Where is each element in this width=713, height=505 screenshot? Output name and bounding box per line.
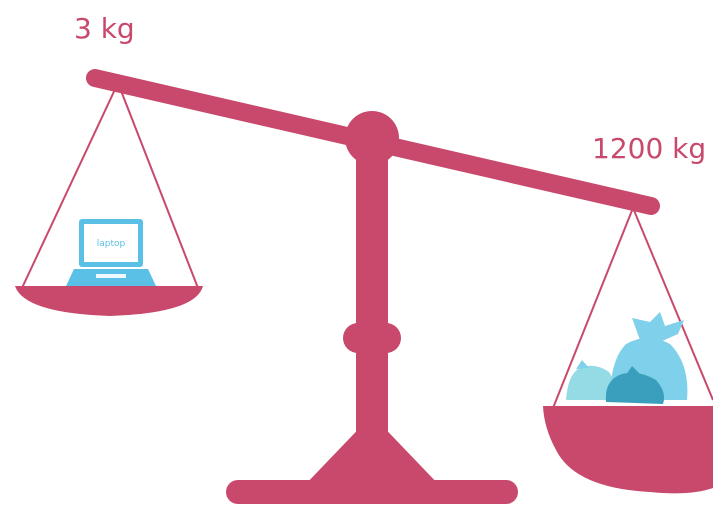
scale-pivot xyxy=(345,111,399,165)
laptop-screen-label: laptop xyxy=(97,239,126,249)
right-weight-label: 1200 kg xyxy=(592,132,706,165)
left-pan xyxy=(15,286,203,316)
post-knuckle xyxy=(343,323,401,353)
right-pan xyxy=(543,406,713,493)
scale-post xyxy=(356,135,388,455)
left-weight-label: 3 kg xyxy=(74,12,135,45)
scale-base-plate xyxy=(226,480,518,504)
scale-base-pyramid xyxy=(302,415,442,488)
laptop-icon: laptop xyxy=(66,219,156,286)
trash-bags-icon xyxy=(566,312,687,404)
